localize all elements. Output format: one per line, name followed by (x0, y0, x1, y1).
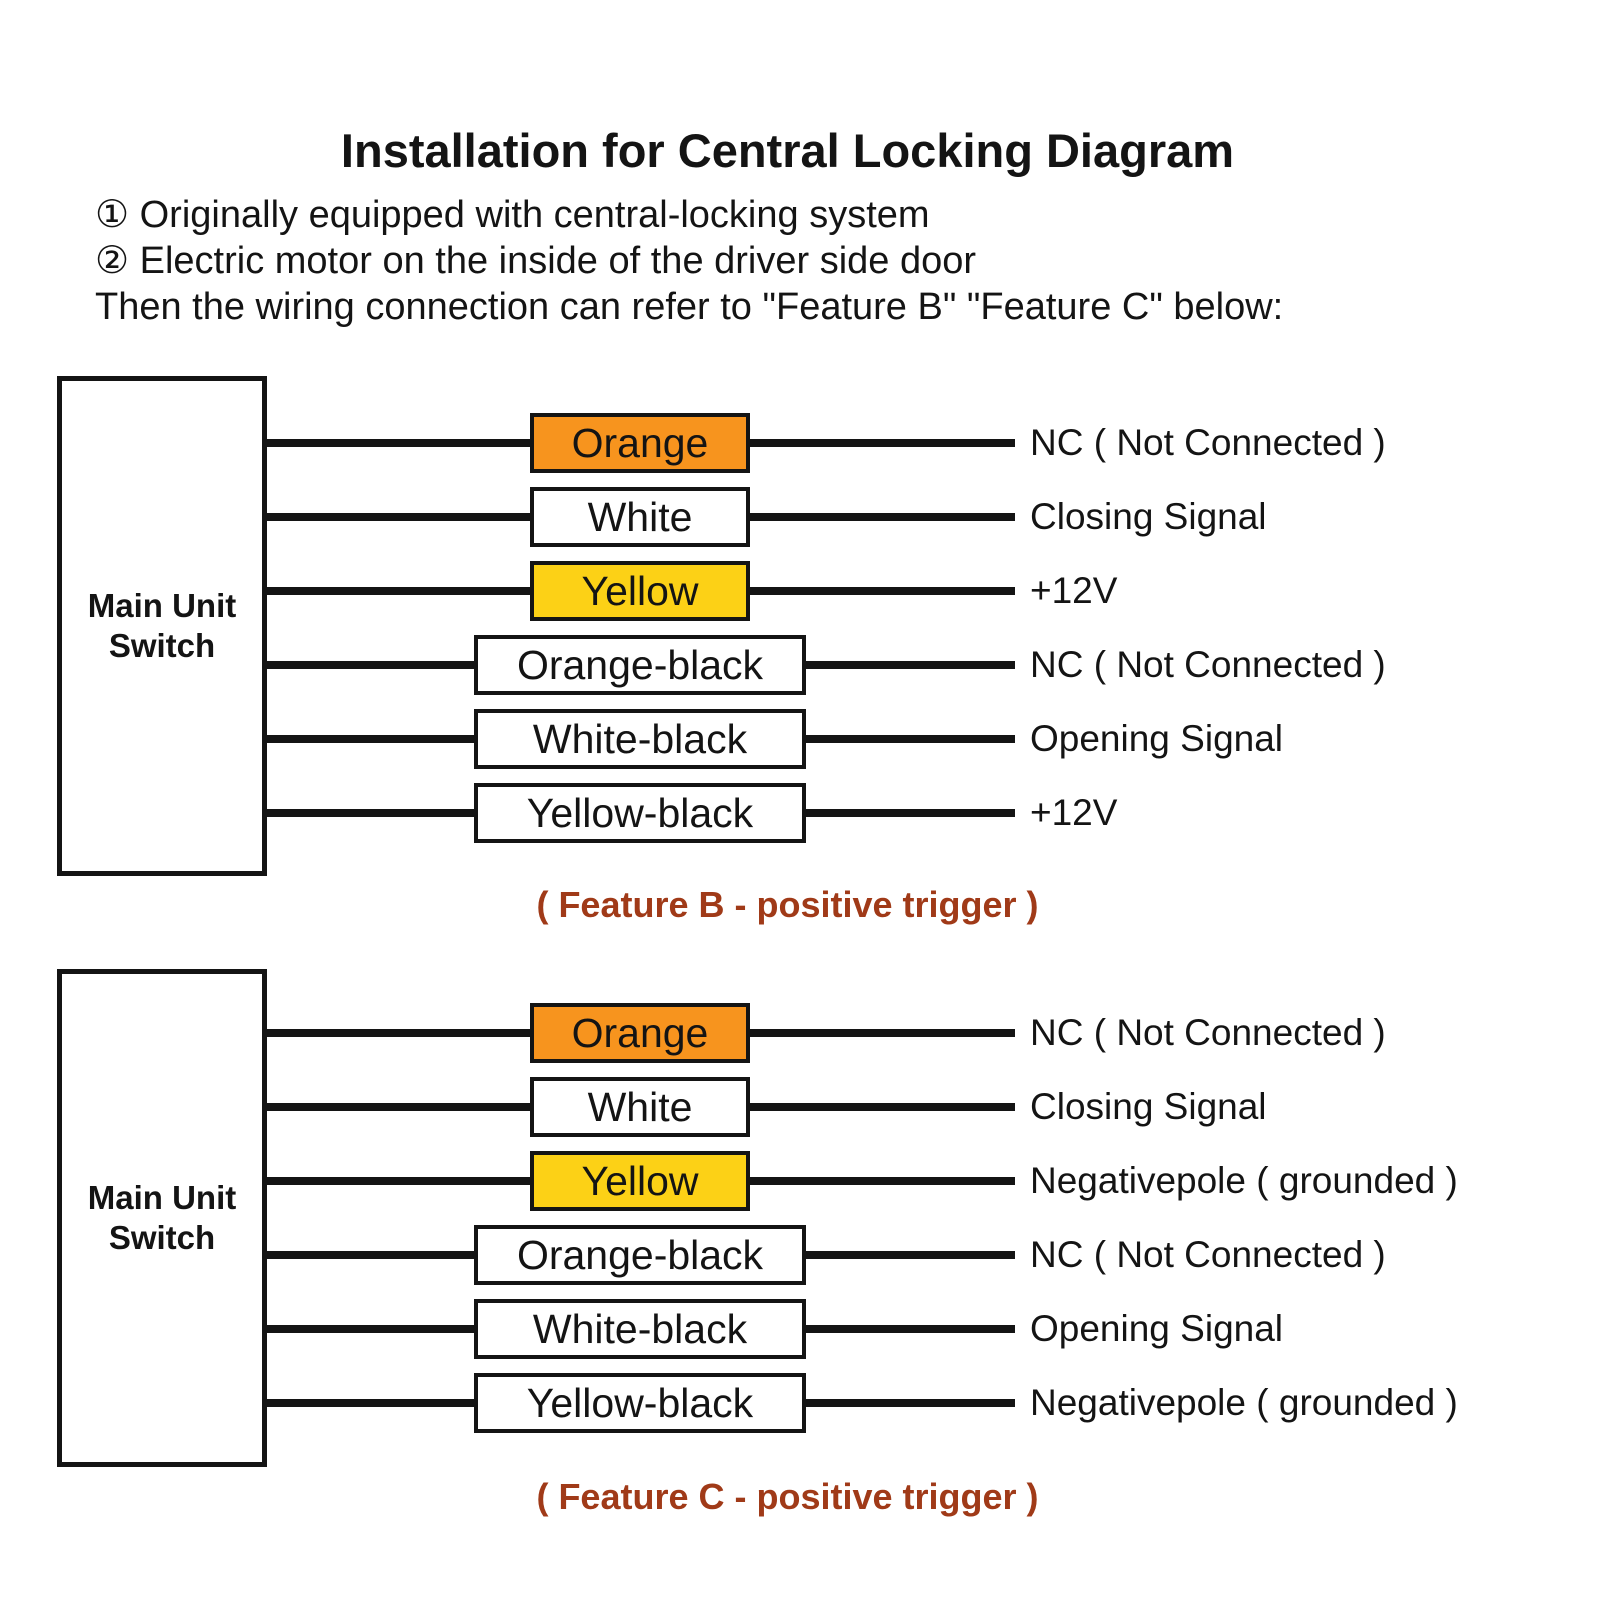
wire-row-orange-black: Orange-black NC ( Not Connected ) (0, 1225, 1600, 1285)
wire-color-box: Yellow (530, 561, 750, 621)
wire-function-label: Opening Signal (1030, 718, 1284, 759)
wire-line (806, 1251, 1015, 1259)
wire-color-box: White-black (474, 1299, 806, 1359)
wire-function-label: Opening Signal (1030, 1308, 1284, 1349)
wire-line (750, 1029, 1015, 1037)
instruction-line-1: ① Originally equipped with central-locki… (95, 194, 930, 236)
wire-function-label: NC ( Not Connected ) (1030, 422, 1386, 463)
wire-row-white: White Closing Signal (0, 487, 1600, 547)
main-unit-switch-box: Main Unit Switch (57, 376, 267, 876)
wire-color-box: Yellow (530, 1151, 750, 1211)
wire-color-box: White-black (474, 709, 806, 769)
wire-line (806, 661, 1015, 669)
wire-line (267, 1325, 474, 1333)
page-title: Installation for Central Locking Diagram (340, 124, 1235, 177)
wire-line (750, 513, 1015, 521)
wire-line (806, 1325, 1015, 1333)
wire-row-yellow: Yellow Negativepole ( grounded ) (0, 1151, 1600, 1211)
wire-line (267, 439, 530, 447)
wire-line (806, 1399, 1015, 1407)
wire-line (267, 513, 530, 521)
wire-row-white-black: White-black Opening Signal (0, 1299, 1600, 1359)
wire-function-label: +12V (1030, 570, 1118, 611)
unit-label-line: Switch (108, 627, 216, 664)
instruction-line-2: ② Electric motor on the inside of the dr… (95, 240, 977, 282)
wire-row-orange-black: Orange-black NC ( Not Connected ) (0, 635, 1600, 695)
wire-line (750, 439, 1015, 447)
wire-color-box: White (530, 487, 750, 547)
wire-color-box: Orange (530, 1003, 750, 1063)
wire-function-label: NC ( Not Connected ) (1030, 1012, 1386, 1053)
wire-row-yellow: Yellow +12V (0, 561, 1600, 621)
wire-line (267, 735, 474, 743)
feature-b-caption: ( Feature B - positive trigger ) (536, 884, 1039, 925)
wire-color-box: Orange-black (474, 1225, 806, 1285)
main-unit-switch-box: Main Unit Switch (57, 969, 267, 1467)
wire-line (267, 1177, 530, 1185)
wire-line (267, 809, 474, 817)
wire-line (750, 1103, 1015, 1111)
wire-color-box: Yellow-black (474, 1373, 806, 1433)
wire-line (267, 1029, 530, 1037)
wire-function-label: +12V (1030, 792, 1118, 833)
wire-row-white-black: White-black Opening Signal (0, 709, 1600, 769)
wire-line (267, 1399, 474, 1407)
wire-color-box: Yellow-black (474, 783, 806, 843)
unit-label-line: Switch (108, 1219, 216, 1256)
wire-row-white: White Closing Signal (0, 1077, 1600, 1137)
wire-row-orange: Orange NC ( Not Connected ) (0, 413, 1600, 473)
wire-line (267, 587, 530, 595)
wire-line (267, 1103, 530, 1111)
wire-function-label: Negativepole ( grounded ) (1030, 1160, 1458, 1201)
wire-line (806, 735, 1015, 743)
wire-function-label: Closing Signal (1030, 1086, 1267, 1127)
wire-row-yellow-black: Yellow-black +12V (0, 783, 1600, 843)
feature-c-caption: ( Feature C - positive trigger ) (536, 1476, 1039, 1517)
wire-color-box: Orange (530, 413, 750, 473)
wire-function-label: NC ( Not Connected ) (1030, 1234, 1386, 1275)
unit-label-line: Main Unit (87, 1179, 237, 1216)
instruction-line-3: Then the wiring connection can refer to … (95, 286, 1284, 328)
wire-color-box: Orange-black (474, 635, 806, 695)
main-unit-switch-label: Main Unit Switch (88, 586, 236, 666)
wire-function-label: Negativepole ( grounded ) (1030, 1382, 1458, 1423)
wire-line (806, 809, 1015, 817)
main-unit-switch-label: Main Unit Switch (88, 1178, 236, 1258)
wire-line (267, 1251, 474, 1259)
wire-function-label: Closing Signal (1030, 496, 1267, 537)
unit-label-line: Main Unit (87, 587, 237, 624)
wire-row-yellow-black: Yellow-black Negativepole ( grounded ) (0, 1373, 1600, 1433)
wire-function-label: NC ( Not Connected ) (1030, 644, 1386, 685)
instructions-block: ① Originally equipped with central-locki… (95, 192, 1283, 330)
wire-color-box: White (530, 1077, 750, 1137)
wire-line (750, 1177, 1015, 1185)
wire-row-orange: Orange NC ( Not Connected ) (0, 1003, 1600, 1063)
wire-line (750, 587, 1015, 595)
wire-line (267, 661, 474, 669)
